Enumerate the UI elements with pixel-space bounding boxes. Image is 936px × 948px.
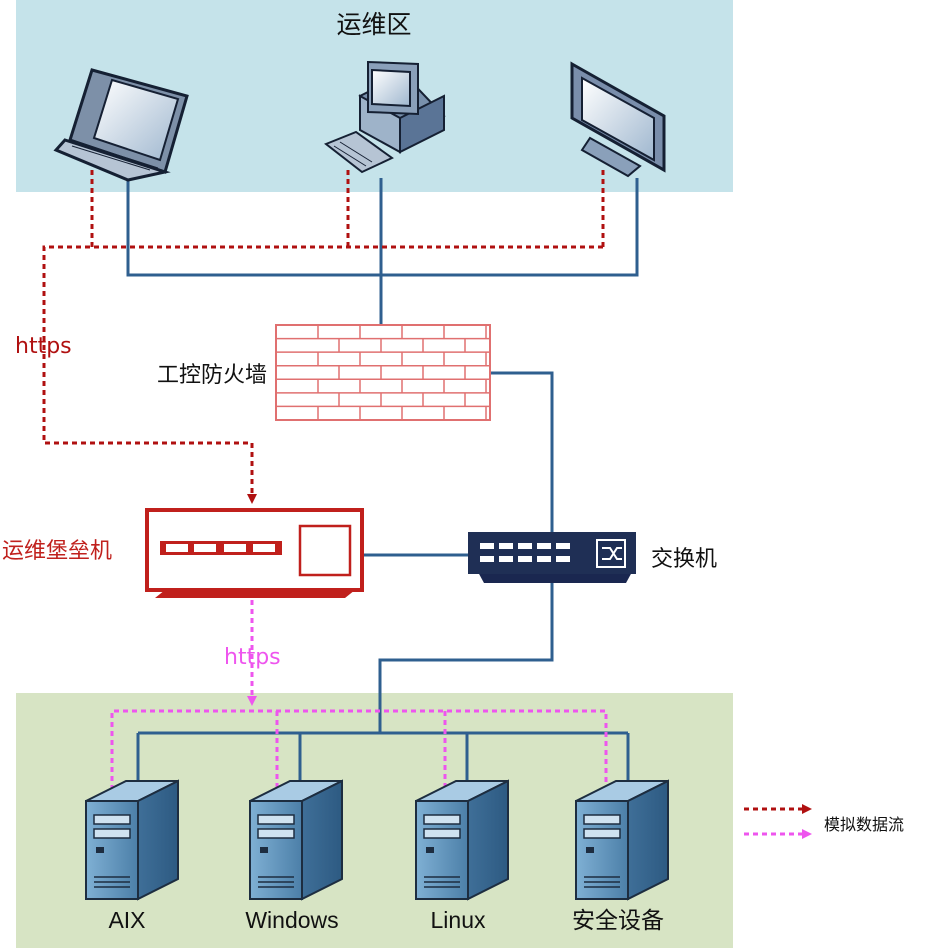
server-security-icon <box>575 780 669 900</box>
https-label-ops: https <box>15 334 72 359</box>
server-windows-icon <box>249 780 343 900</box>
switch-label: 交换机 <box>651 547 717 572</box>
https-flow-servers <box>110 600 608 790</box>
server-label-windows: Windows <box>245 907 338 933</box>
server-aix-icon <box>85 780 179 900</box>
bastion-host-icon <box>145 508 364 598</box>
https-label-servers: https <box>224 645 281 670</box>
monitor-icon <box>570 61 666 178</box>
switch-icon <box>468 532 636 583</box>
firewall-icon <box>275 324 491 421</box>
bastion-host-label: 运维堡垒机 <box>2 539 112 564</box>
server-label-aix: AIX <box>108 907 145 933</box>
legend-label: 模拟数据流 <box>824 815 904 834</box>
server-label-linux: Linux <box>431 907 486 933</box>
desktop-pc-icon <box>324 60 446 174</box>
ops-zone-title: 运维区 <box>336 10 411 39</box>
server-label-security: 安全设备 <box>572 908 664 934</box>
laptop-icon <box>53 68 189 182</box>
link-switch-servers <box>378 582 554 733</box>
legend: 模拟数据流 <box>744 804 904 839</box>
network-links <box>126 178 639 787</box>
link-firewall-switch <box>491 371 554 532</box>
firewall-label: 工控防火墙 <box>157 363 267 388</box>
server-linux-icon <box>415 780 509 900</box>
https-flow-ops <box>42 170 605 504</box>
